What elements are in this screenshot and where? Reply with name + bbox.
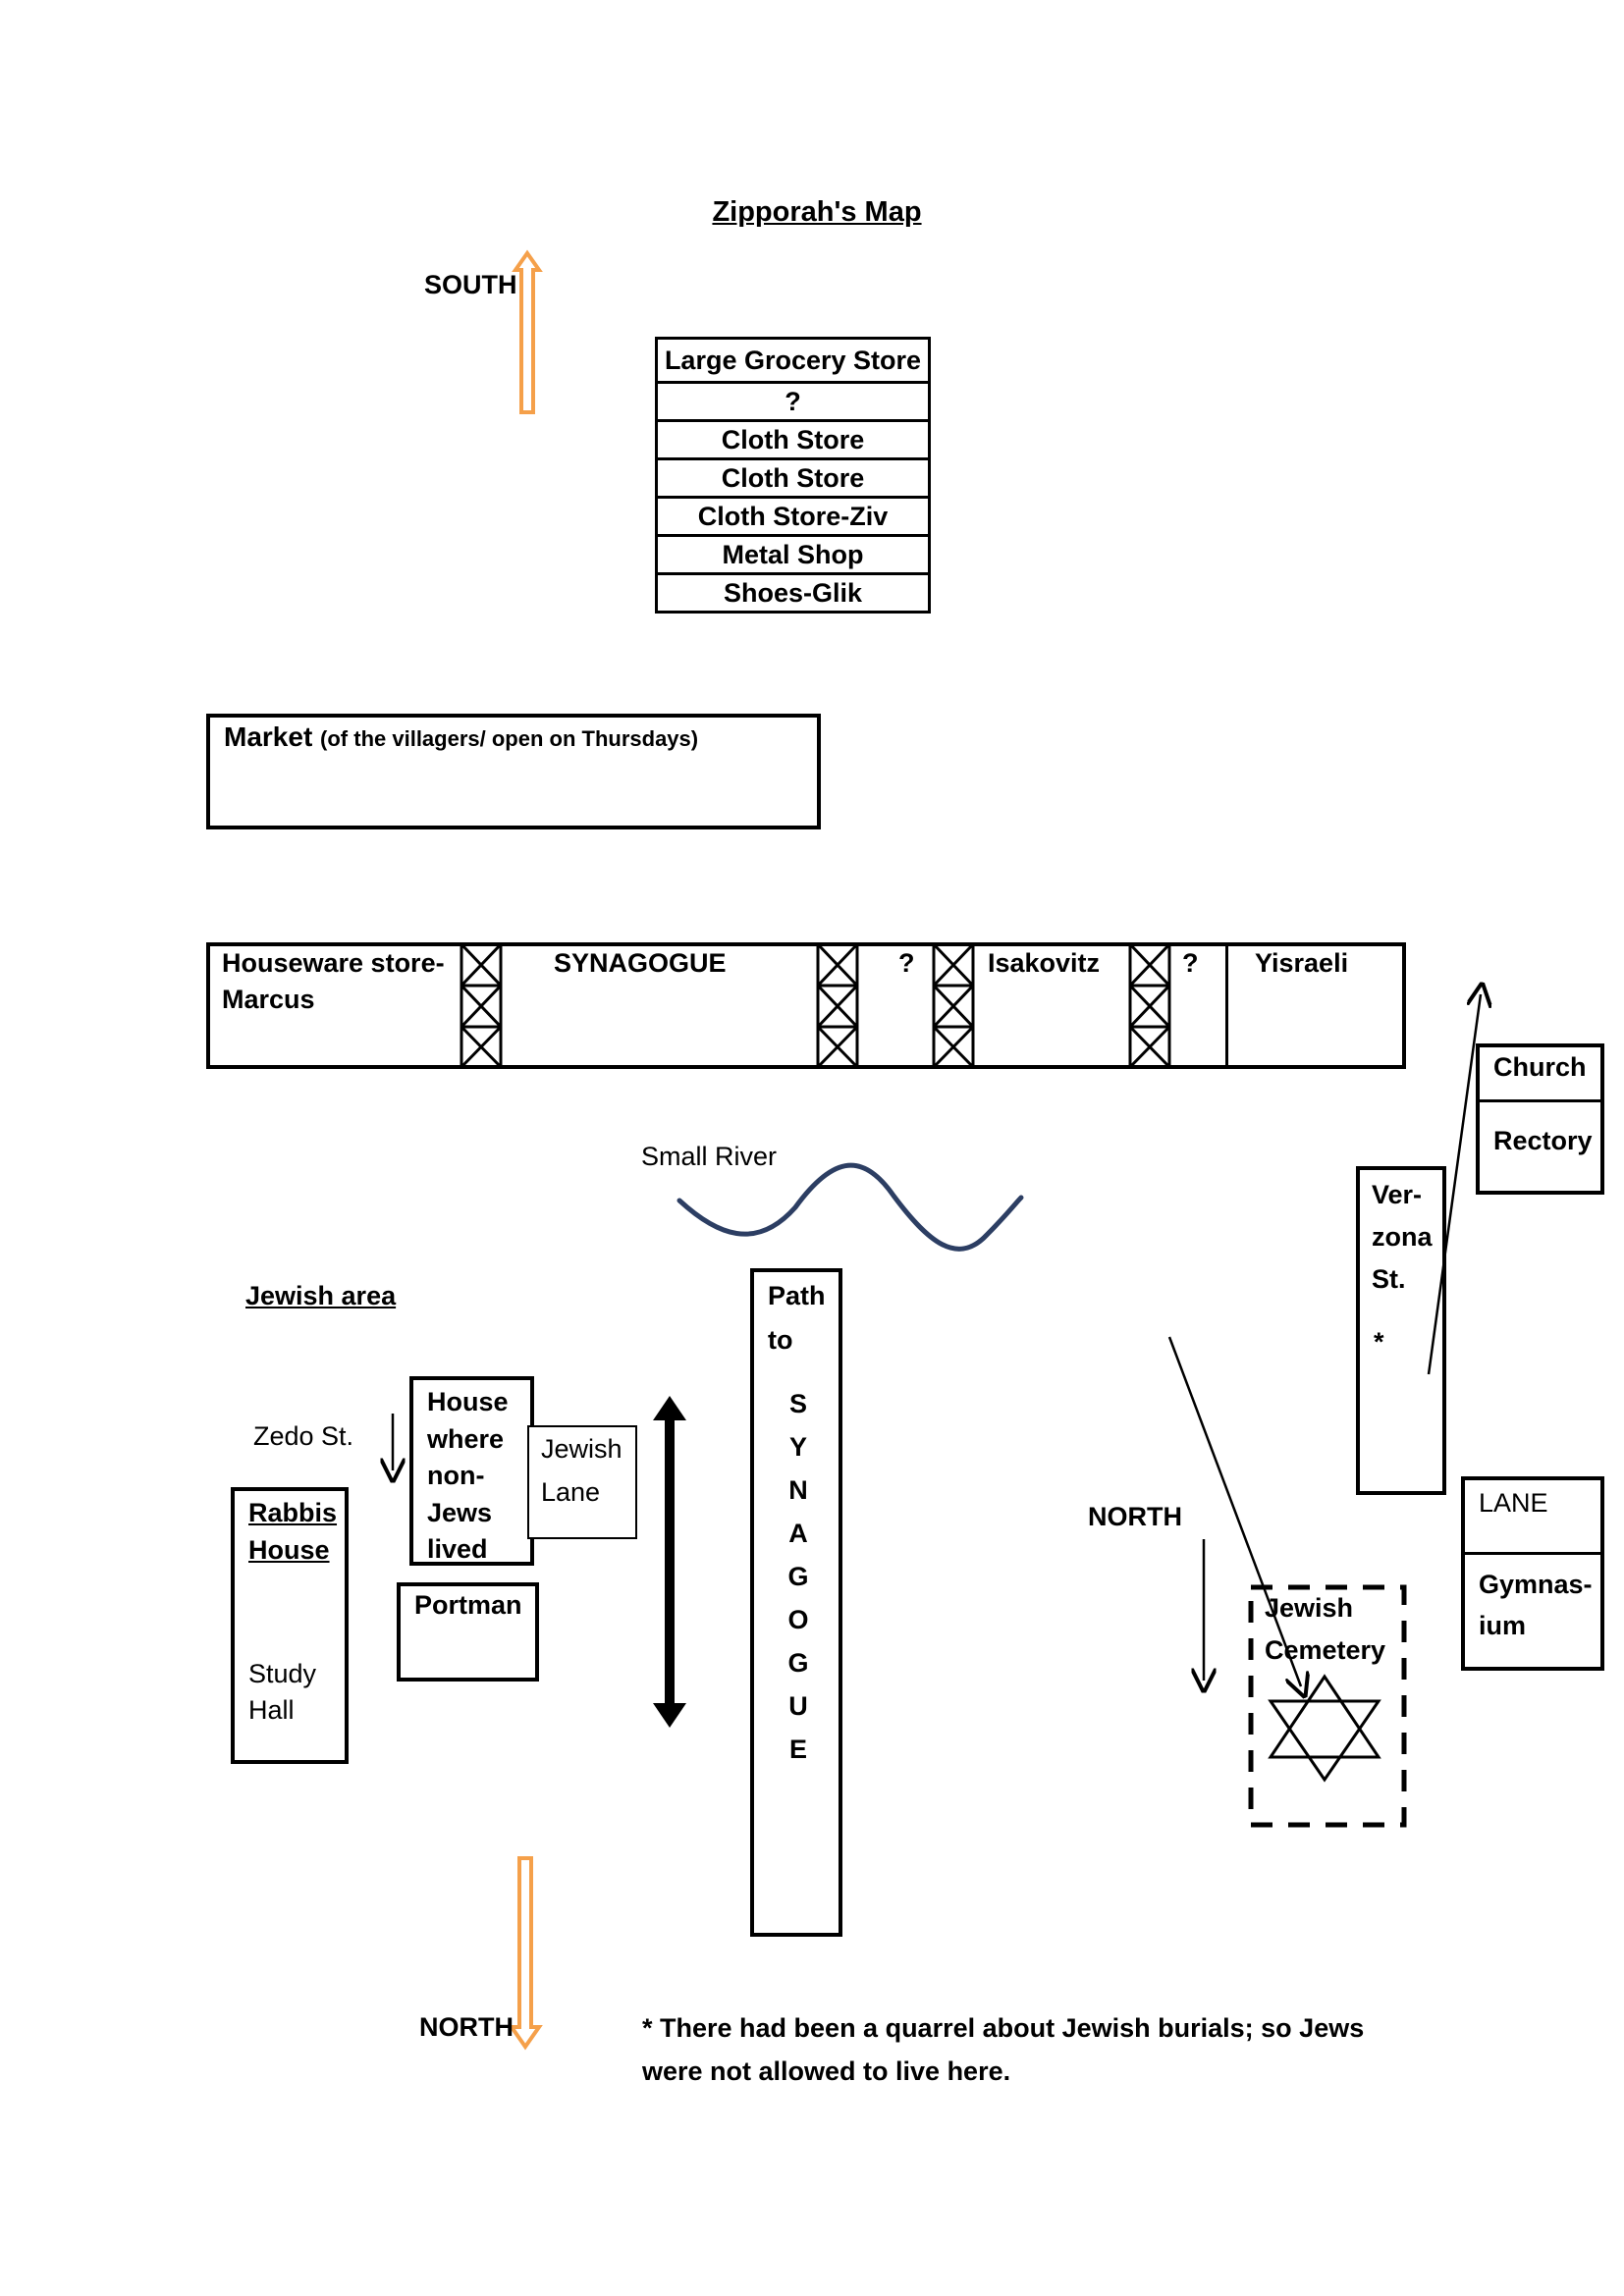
church-divider	[1480, 1099, 1600, 1102]
unknown-shop-1: ?	[898, 948, 915, 978]
store-item: Cloth Store-Ziv	[655, 496, 931, 537]
south-arrow-icon	[512, 249, 543, 414]
zedo-st-label: Zedo St.	[253, 1421, 354, 1451]
path-letter: G	[787, 1562, 809, 1591]
cemetery-pointer-arrow-icon	[1167, 1336, 1301, 1686]
church-label: Church	[1493, 1052, 1587, 1082]
unknown-shop-2: ?	[1182, 948, 1199, 978]
store-item: Cloth Store	[655, 419, 931, 460]
store-list: Large Grocery Store ? Cloth Store Cloth …	[655, 337, 931, 614]
portman-label: Portman	[414, 1590, 522, 1620]
store-item: Cloth Store	[655, 457, 931, 499]
houseware-store: Houseware store-Marcus	[222, 948, 445, 1014]
river-wave-icon	[677, 1162, 1024, 1252]
church-box: Church Rectory	[1476, 1043, 1604, 1195]
north-label: NORTH	[419, 2012, 514, 2042]
gymnasium-divider	[1465, 1552, 1600, 1555]
verzona-asterisk: *	[1374, 1327, 1384, 1357]
rabbis-house-box: Rabbis House Study Hall	[231, 1487, 349, 1764]
path-letter: A	[788, 1519, 808, 1548]
separator-hatch-1	[460, 942, 503, 1069]
store-item: Metal Shop	[655, 534, 931, 575]
house-non-jews-label: House where non-Jews lived	[427, 1387, 509, 1564]
south-label: SOUTH	[424, 270, 517, 299]
jewish-lane-label: Jewish Lane	[541, 1434, 623, 1507]
path-letter: N	[788, 1475, 808, 1505]
gymnasium-label: Gymnas-ium	[1479, 1570, 1593, 1640]
jewish-area-label: Jewish area	[245, 1281, 397, 1310]
north-mid-label: NORTH	[1088, 1502, 1182, 1531]
verzona-street: Ver-zona St. *	[1356, 1166, 1446, 1495]
jewish-lane-box: Jewish Lane	[527, 1425, 637, 1539]
street-row	[206, 942, 1406, 1069]
path-letter: E	[788, 1735, 807, 1764]
verzona-label: Ver-zona St.	[1372, 1180, 1433, 1294]
isakovitz-label: Isakovitz	[988, 948, 1101, 978]
store-item: ?	[655, 381, 931, 422]
market-label: Market	[224, 721, 313, 752]
rectory-label: Rectory	[1493, 1126, 1593, 1155]
small-river-label: Small River	[641, 1142, 778, 1171]
synagogue-label: SYNAGOGUE	[554, 948, 727, 978]
gymnasium-box: LANE Gymnas-ium	[1461, 1476, 1604, 1671]
path-letter: G	[787, 1648, 809, 1678]
house-non-jews: House where non-Jews lived	[409, 1376, 534, 1566]
path-to-label: Path to	[768, 1281, 826, 1355]
path-synagogue-letters: S Y N A G O G U E	[754, 1382, 842, 1771]
store-item: Large Grocery Store	[655, 337, 931, 384]
footnote: * There had been a quarrel about Jewish …	[642, 2013, 1365, 2086]
star-of-david-icon	[1268, 1674, 1381, 1783]
market-box: Market (of the villagers/ open on Thursd…	[206, 714, 821, 829]
yisraeli-label: Yisraeli	[1255, 948, 1349, 978]
page-title: Zipporah's Map	[712, 196, 922, 228]
market-note: (of the villagers/ open on Thursdays)	[320, 726, 699, 751]
rabbis-house-label: Rabbis House	[248, 1498, 338, 1565]
street-divider	[1225, 944, 1228, 1067]
north-arrow-icon	[508, 1856, 543, 2051]
store-item: Shoes-Glik	[655, 572, 931, 614]
path-letter: U	[788, 1691, 808, 1721]
path-letter: S	[788, 1389, 807, 1418]
path-letter: Y	[788, 1432, 807, 1462]
path-to-synagogue: Path to	[750, 1268, 842, 1937]
lane-label: LANE	[1479, 1488, 1548, 1518]
separator-hatch-4	[1128, 942, 1171, 1069]
cemetery-label: Jewish Cemetery	[1265, 1593, 1386, 1665]
church-pointer-arrow-icon	[1427, 994, 1481, 1375]
study-hall-label: Study Hall	[248, 1659, 317, 1725]
portman-box: Portman	[397, 1582, 539, 1682]
path-letter: O	[787, 1605, 809, 1634]
jewish-lane-arrow-icon	[653, 1396, 686, 1728]
cemetery-border	[1248, 1584, 1407, 1828]
